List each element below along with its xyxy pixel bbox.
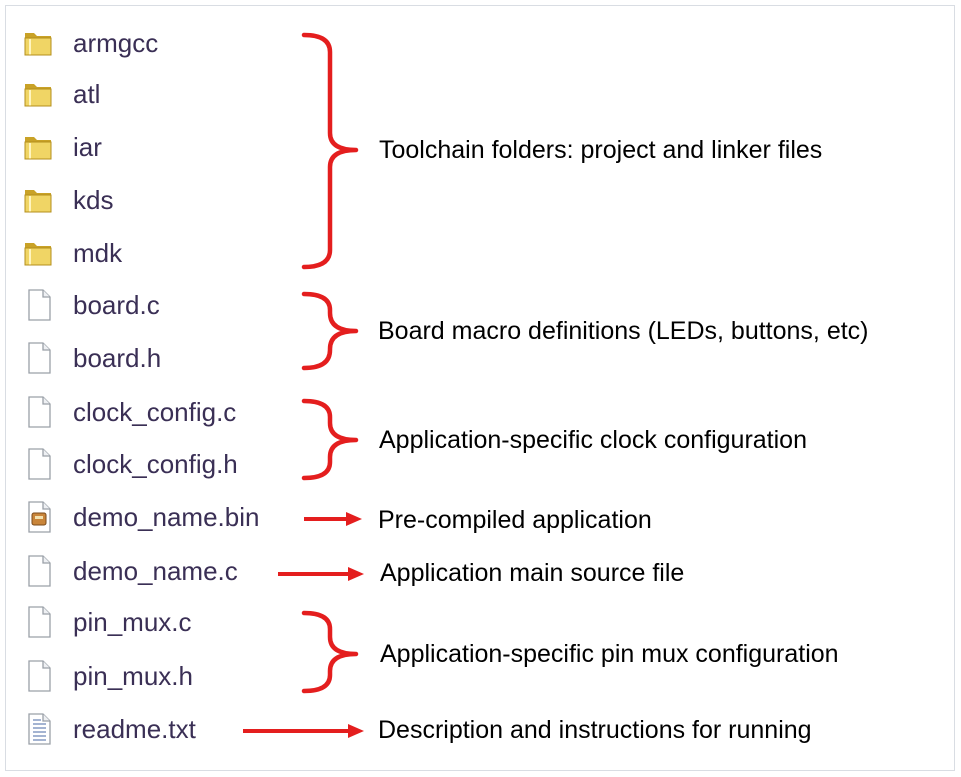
bracket-clock (301, 398, 359, 481)
arrow-demo-bin (304, 512, 362, 526)
folder-icon (22, 26, 56, 60)
folder-row-mdk[interactable]: mdk (22, 233, 122, 273)
file-name: atl (73, 78, 101, 109)
file-name: demo_name.bin (73, 501, 260, 532)
annotation-board: Board macro definitions (LEDs, buttons, … (378, 317, 869, 345)
folder-icon (22, 236, 56, 270)
annotation-pin-mux: Application-specific pin mux configurati… (380, 640, 839, 668)
file-icon (22, 395, 56, 429)
bracket-toolchain (301, 32, 359, 270)
file-name: pin_mux.c (73, 606, 192, 637)
file-name: readme.txt (73, 713, 196, 744)
file-name: clock_config.h (73, 448, 238, 479)
arrow-demo-c (278, 567, 364, 581)
file-name: demo_name.c (73, 555, 238, 586)
file-name: board.h (73, 342, 162, 373)
folder-row-kds[interactable]: kds (22, 180, 113, 220)
arrow-readme (243, 724, 364, 738)
file-icon (22, 288, 56, 322)
folder-icon (22, 77, 56, 111)
file-row-clock-config-h[interactable]: clock_config.h (22, 444, 238, 484)
text-file-icon (22, 712, 56, 746)
file-row-board-h[interactable]: board.h (22, 338, 161, 378)
file-icon (22, 554, 56, 588)
folder-row-armgcc[interactable]: armgcc (22, 23, 158, 63)
file-row-clock-config-c[interactable]: clock_config.c (22, 392, 236, 432)
folder-icon (22, 130, 56, 164)
bracket-board (301, 291, 359, 371)
folder-icon (22, 183, 56, 217)
file-name: armgcc (73, 27, 159, 58)
file-icon (22, 447, 56, 481)
binary-file-icon (22, 500, 56, 534)
file-name: pin_mux.h (73, 660, 193, 691)
explorer-frame (5, 5, 955, 771)
bracket-pin-mux (301, 610, 359, 694)
folder-row-atl[interactable]: atl (22, 74, 100, 114)
file-name: clock_config.c (73, 396, 237, 427)
annotation-main-source: Application main source file (380, 559, 685, 587)
file-row-pin-mux-c[interactable]: pin_mux.c (22, 602, 192, 642)
annotation-clock: Application-specific clock configuration (379, 426, 807, 454)
file-name: iar (73, 131, 102, 162)
annotation-readme: Description and instructions for running (378, 716, 812, 744)
file-row-demo-name-c[interactable]: demo_name.c (22, 551, 238, 591)
file-name: kds (73, 184, 114, 215)
file-row-pin-mux-h[interactable]: pin_mux.h (22, 656, 193, 696)
annotation-toolchain: Toolchain folders: project and linker fi… (379, 136, 823, 164)
folder-row-iar[interactable]: iar (22, 127, 102, 167)
annotation-precompiled: Pre-compiled application (378, 506, 652, 534)
file-icon (22, 659, 56, 693)
file-icon (22, 341, 56, 375)
file-row-demo-name-bin[interactable]: demo_name.bin (22, 497, 259, 537)
file-icon (22, 605, 56, 639)
file-name: board.c (73, 289, 160, 320)
file-row-readme-txt[interactable]: readme.txt (22, 709, 196, 749)
file-row-board-c[interactable]: board.c (22, 285, 160, 325)
file-name: mdk (73, 237, 123, 268)
